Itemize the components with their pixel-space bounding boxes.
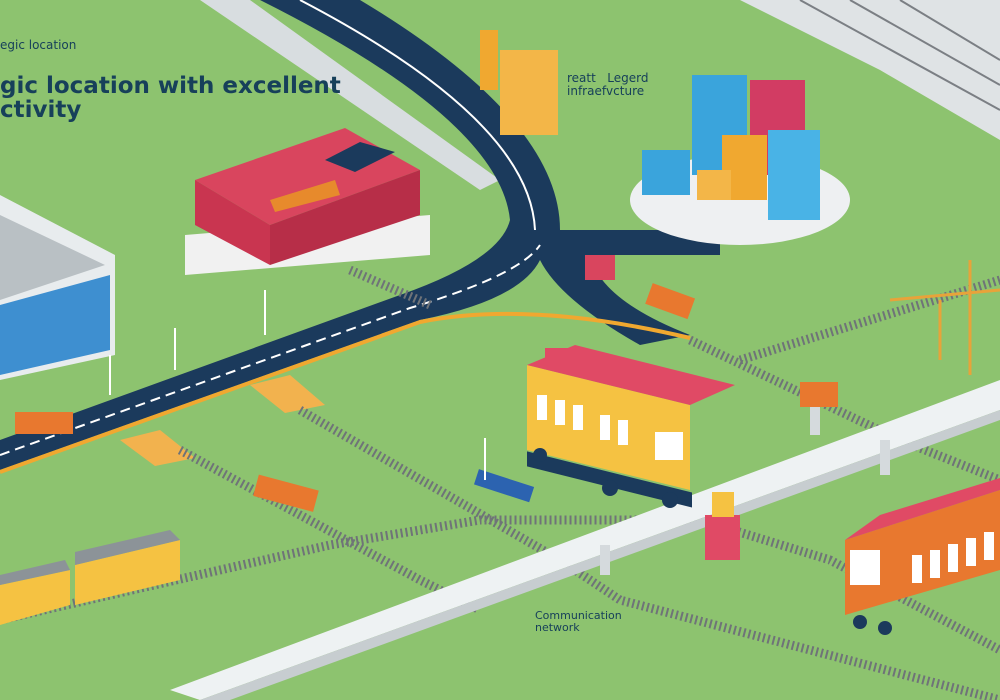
crosswalk	[120, 430, 195, 466]
small-train	[585, 255, 615, 280]
legend-line-2: infraefvcture	[567, 84, 645, 98]
communication-line-1: Communication	[535, 609, 622, 622]
signal-box-top	[712, 492, 734, 517]
legend-label: reatt Legerd infraefvcture	[567, 72, 648, 98]
roof-train	[270, 180, 340, 212]
crane	[889, 260, 1000, 375]
page-title: gic location with excellent ctivity	[0, 74, 341, 122]
blue-tower	[768, 130, 820, 220]
road-shoulder	[200, 0, 500, 190]
warehouse-roof	[0, 215, 105, 300]
elevated-viaduct	[170, 380, 1000, 700]
terminal-side	[195, 180, 270, 265]
warehouse-windows	[0, 275, 110, 375]
orange-skyscraper	[500, 50, 558, 135]
rail-yard-platform	[740, 0, 1000, 140]
subtitle: egic location	[0, 38, 77, 52]
tower-building	[480, 30, 498, 90]
small-train	[253, 474, 319, 512]
blue-train	[473, 469, 535, 503]
communication-network-label: Communication network	[535, 610, 622, 634]
red-train-car	[845, 478, 1000, 635]
road-marking	[299, 0, 536, 231]
small-train	[800, 382, 838, 407]
terminal-roof-circle	[325, 142, 395, 172]
title-line-2: ctivity	[0, 97, 82, 123]
legend-line-1: reatt Legerd	[567, 71, 649, 85]
small-train	[645, 283, 696, 320]
title-line-1: gic location with excellent	[0, 73, 341, 99]
road-edge	[0, 311, 691, 474]
orange-building-small	[697, 170, 731, 200]
communication-line-2: network	[535, 621, 580, 634]
terminal-front	[270, 170, 420, 265]
street-lamps	[109, 290, 486, 480]
yellow-train-car	[527, 345, 735, 508]
rail-yard-tracks	[799, 0, 1000, 111]
crosswalk	[250, 375, 325, 413]
blue-building	[642, 150, 690, 195]
small-train	[15, 412, 73, 434]
signal-box	[705, 515, 740, 560]
grey-yellow-train	[0, 530, 180, 625]
